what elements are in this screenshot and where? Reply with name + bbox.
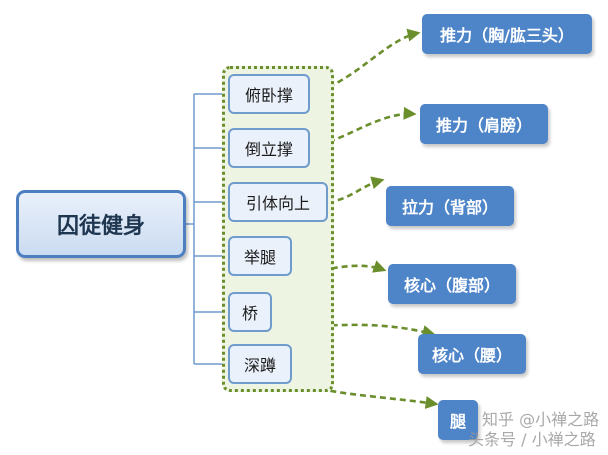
exercise-label: 俯卧撑 — [244, 86, 293, 105]
exercise-node-handstand-pushup: 倒立撑 — [228, 128, 310, 168]
target-label: 推力（胸/肱三头） — [440, 26, 574, 45]
exercise-label: 深蹲 — [243, 356, 276, 375]
root-label: 囚徒健身 — [56, 214, 145, 239]
exercise-label: 倒立撑 — [244, 140, 293, 159]
exercise-node-squat: 深蹲 — [228, 344, 292, 384]
exercise-node-leg-raise: 举腿 — [228, 236, 292, 276]
target-label: 拉力（背部） — [401, 198, 498, 217]
arrow-bridge — [271, 320, 436, 338]
arrow-legraise — [291, 260, 387, 273]
exercise-label: 桥 — [241, 304, 258, 323]
target-node-core-abs: 核心（腹部） — [388, 264, 516, 304]
target-label: 腿 — [449, 412, 466, 431]
target-node-legs: 腿 — [438, 400, 478, 440]
watermark-line-1: 知乎 @小禅之路 — [482, 410, 600, 429]
tree-lines — [186, 93, 228, 365]
target-node-push-chest-triceps: 推力（胸/肱三头） — [422, 14, 592, 54]
root-node: 囚徒健身 — [16, 190, 186, 258]
watermark: 知乎 @小禅之路 头条号 / 小禅之路 — [468, 407, 606, 453]
target-node-pull-back: 拉力（背部） — [386, 186, 514, 226]
watermark-line-2: 头条号 / 小禅之路 — [468, 430, 596, 449]
target-label: 核心（腰） — [431, 346, 512, 365]
exercise-node-bridge: 桥 — [228, 292, 272, 332]
exercise-group-frame — [222, 66, 334, 392]
target-node-push-shoulders: 推力（肩膀） — [420, 104, 548, 144]
exercise-label: 引体向上 — [245, 194, 310, 213]
exercise-node-pullup: 引体向上 — [228, 182, 328, 222]
exercise-label: 举腿 — [243, 248, 276, 267]
arrow-pullup — [327, 176, 385, 204]
exercise-node-pushup: 俯卧撑 — [228, 74, 310, 114]
target-label: 推力（肩膀） — [435, 116, 532, 135]
target-node-core-lower-back: 核心（腰） — [418, 334, 526, 374]
target-label: 核心（腹部） — [403, 276, 500, 295]
